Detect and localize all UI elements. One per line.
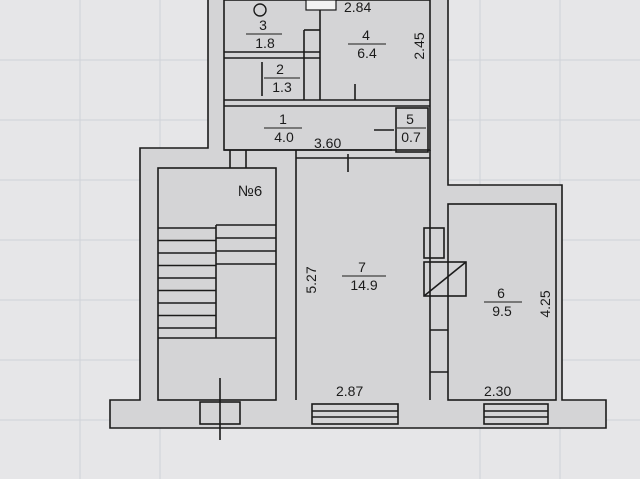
dimension-3-60: 3.60	[314, 135, 341, 151]
walls	[109, 0, 607, 440]
room-1-number: 1	[279, 111, 287, 127]
room-4-area: 6.4	[357, 45, 377, 61]
dimension-2-30: 2.30	[484, 383, 511, 399]
room-3-area: 1.8	[255, 35, 275, 51]
dimension-2-84: 2.84	[344, 0, 371, 15]
room-2-number: 2	[276, 61, 284, 77]
sink-fixture	[305, 0, 337, 11]
dimension-2-45: 2.45	[411, 32, 427, 59]
room-3-number: 3	[259, 17, 267, 33]
room-5-number: 5	[406, 111, 414, 127]
room-6-number: 6	[497, 285, 505, 301]
dimension-4-25: 4.25	[537, 290, 553, 317]
room-7-area: 14.9	[350, 277, 377, 293]
stair-label: №6	[238, 183, 262, 200]
stair-treads	[158, 224, 276, 329]
room-5-area: 0.7	[401, 129, 421, 145]
dimension-2-87: 2.87	[336, 383, 363, 399]
toilet-fixture	[253, 3, 267, 17]
wall-band	[110, 0, 606, 428]
dimension-5-27: 5.27	[303, 266, 319, 293]
room-2-area: 1.3	[272, 79, 292, 95]
room-6-area: 9.5	[492, 303, 512, 319]
room-7-number: 7	[358, 259, 366, 275]
room-4-number: 4	[362, 27, 370, 43]
room-1-area: 4.0	[274, 129, 294, 145]
